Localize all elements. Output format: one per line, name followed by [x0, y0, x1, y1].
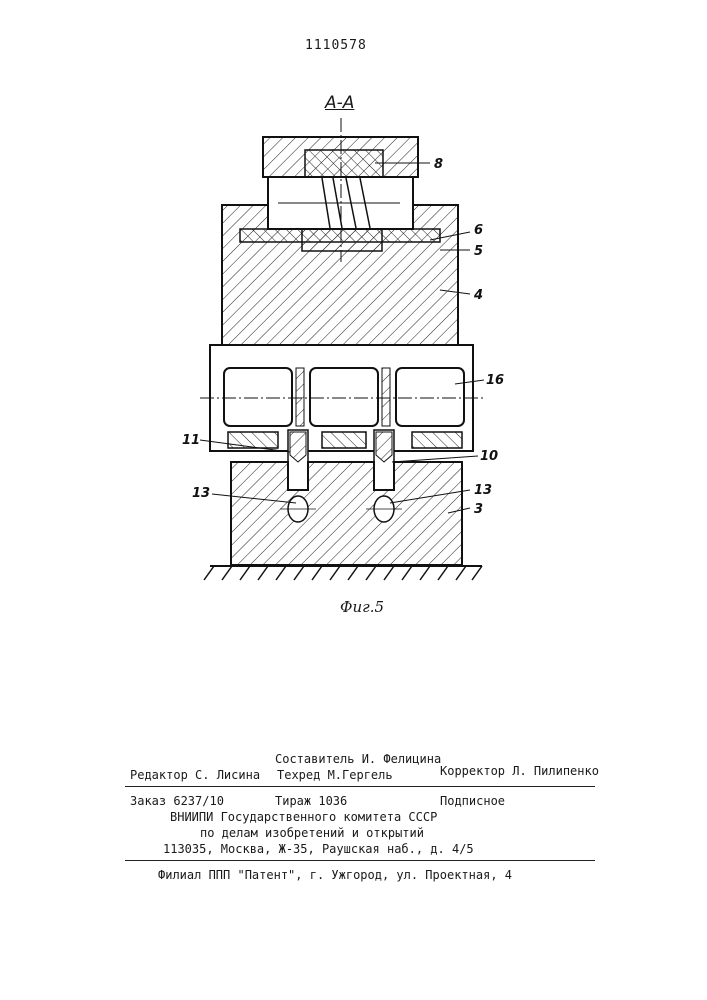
callout-13-right: 13 [474, 483, 492, 498]
shaft-assembly [200, 345, 485, 451]
callout-3: 3 [474, 502, 483, 517]
callout-6: 6 [474, 223, 483, 238]
imprint-org-address: 113035, Москва, Ж-35, Раушская наб., д. … [163, 842, 474, 856]
imprint-rule-top [125, 786, 595, 787]
imprint-techred: Техред М.Гергель [277, 768, 393, 782]
callout-8: 8 [434, 157, 443, 172]
imprint-circulation: Тираж 1036 [275, 794, 347, 808]
callout-16: 16 [486, 373, 504, 388]
callout-10: 10 [480, 449, 498, 464]
technical-drawing: 8 6 5 4 16 11 10 13 13 3 [0, 0, 707, 640]
imprint-org-line2: по делам изобретений и открытий [200, 826, 424, 840]
callout-13-left: 13 [192, 486, 210, 501]
imprint-corrector: Корректор Л. Пилипенко [440, 764, 599, 778]
imprint-editor: Редактор С. Лисина [130, 768, 260, 782]
ground-line [204, 566, 482, 580]
callout-4: 4 [473, 288, 483, 303]
callout-5: 5 [474, 244, 483, 259]
imprint-branch: Филиал ППП "Патент", г. Ужгород, ул. Про… [158, 868, 512, 882]
imprint-subscription: Подписное [440, 794, 505, 808]
imprint-compiler: Составитель И. Фелицина [275, 752, 441, 766]
callout-11: 11 [182, 433, 200, 448]
imprint-order: Заказ 6237/10 [130, 794, 224, 808]
imprint-rule-bottom [125, 860, 595, 861]
imprint-org-line1: ВНИИПИ Государственного комитета СССР [170, 810, 437, 824]
base-block-3 [231, 462, 462, 565]
figure-caption: Фиг.5 [340, 598, 384, 616]
